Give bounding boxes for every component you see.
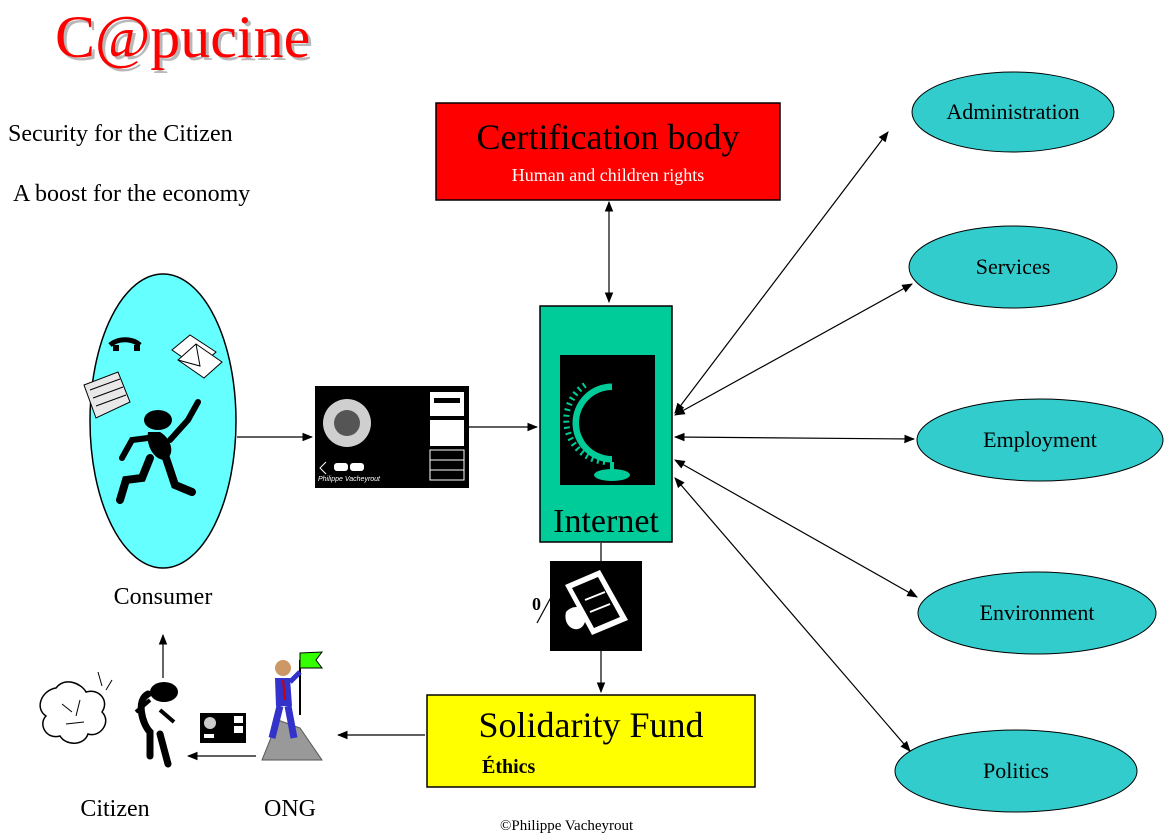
environment-label: Environment xyxy=(979,600,1095,625)
money-percent-slash xyxy=(536,587,557,624)
politics-label: Politics xyxy=(982,758,1049,783)
services-ellipse xyxy=(908,225,1118,309)
internet-employment-arrow xyxy=(673,432,916,444)
services-label: Services xyxy=(975,254,1051,279)
keyboard-icon xyxy=(83,371,131,419)
climber-figure-icon xyxy=(261,651,324,761)
administration-label: Administration xyxy=(946,99,1080,124)
solidarity-title: Solidarity Fund xyxy=(478,705,704,745)
small-card-image xyxy=(200,713,246,743)
solidarity-subtitle: Éthics xyxy=(482,756,536,778)
page-title: C@pucine xyxy=(55,4,311,70)
copyright-text: ©Philippe Vacheyrout xyxy=(500,818,634,834)
card-caption: Philippe Vacheyrout xyxy=(318,476,381,483)
ong-label: ONG xyxy=(264,796,316,822)
citizen-label: Citizen xyxy=(80,796,150,822)
certification-title: Certification body xyxy=(476,117,740,157)
politics-ellipse xyxy=(894,729,1138,813)
connectors xyxy=(158,131,918,761)
target-ellipses xyxy=(894,71,1164,813)
envelopes-icon xyxy=(171,334,223,379)
tagline-economy: A boost for the economy xyxy=(13,181,251,207)
internet-label: Internet xyxy=(553,503,659,540)
employment-label: Employment xyxy=(983,427,1097,452)
tagline-security: Security for the Citizen xyxy=(8,121,233,147)
citizen-figure-icon xyxy=(134,682,178,768)
administration-ellipse xyxy=(911,71,1115,153)
certification-subtitle: Human and children rights xyxy=(511,165,705,185)
smart-card-image xyxy=(315,386,469,488)
internet-services-arrow xyxy=(674,283,913,416)
environment-ellipse xyxy=(917,571,1157,655)
globe-icon xyxy=(563,382,645,481)
money-icon xyxy=(550,561,642,651)
employment-ellipse xyxy=(916,398,1164,482)
internet-politics-arrow xyxy=(674,477,911,752)
internet-box xyxy=(539,305,673,543)
money-percent-label: 0 xyxy=(532,594,541,614)
exploding-cloud-icon xyxy=(39,671,113,744)
internet-environment-arrow xyxy=(674,459,918,598)
consumer-label: Consumer xyxy=(113,584,213,610)
dancing-figure-icon xyxy=(108,337,201,504)
